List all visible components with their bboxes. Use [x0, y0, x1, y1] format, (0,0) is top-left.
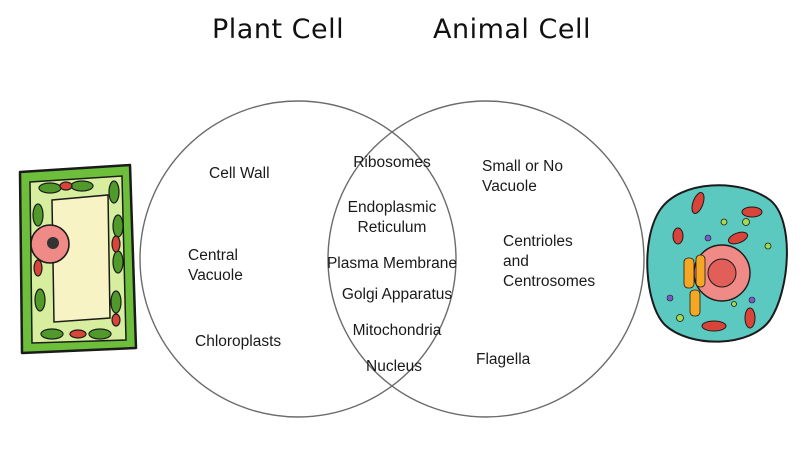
- label-endoplasmic-reticulum: Endoplasmic Reticulum: [348, 198, 437, 238]
- label-central-vacuole-text: Central Vacuole: [188, 247, 243, 284]
- label-small-or-no-vacuole-text: Small or No Vacuole: [482, 158, 563, 195]
- label-cell-wall: Cell Wall: [209, 164, 270, 184]
- label-nucleus: Nucleus: [366, 357, 422, 377]
- animal-cell-title: Animal Cell: [433, 14, 591, 45]
- plant-circle: [139, 100, 457, 418]
- label-centrioles-and-centrosomes-text: Centrioles and Centrosomes: [503, 233, 596, 290]
- label-chloroplasts-text: Chloroplasts: [195, 333, 282, 350]
- label-golgi-apparatus: Golgi Apparatus: [342, 285, 452, 305]
- label-chloroplasts: Chloroplasts: [195, 332, 281, 352]
- label-nucleus-text: Nucleus: [366, 358, 422, 375]
- label-centrioles-and-centrosomes: Centrioles and Centrosomes: [503, 232, 595, 292]
- label-golgi-apparatus-text: Golgi Apparatus: [341, 286, 453, 303]
- label-small-or-no-vacuole: Small or No Vacuole: [482, 157, 563, 197]
- label-flagella: Flagella: [476, 350, 530, 370]
- animal-circle: [327, 100, 645, 418]
- plant-cell-title: Plant Cell: [212, 14, 345, 45]
- label-central-vacuole: Central Vacuole: [188, 246, 243, 286]
- label-plasma-membrane-text: Plasma Membrane: [326, 255, 458, 272]
- label-cell-wall-text: Cell Wall: [209, 165, 270, 182]
- label-ribosomes-text: Ribosomes: [353, 154, 431, 171]
- label-plasma-membrane: Plasma Membrane: [327, 254, 457, 274]
- label-ribosomes: Ribosomes: [353, 153, 431, 173]
- label-endoplasmic-reticulum-text: Endoplasmic Reticulum: [347, 199, 437, 236]
- label-mitochondria: Mitochondria: [353, 321, 442, 341]
- label-mitochondria-text: Mitochondria: [352, 322, 442, 339]
- label-flagella-text: Flagella: [476, 351, 531, 368]
